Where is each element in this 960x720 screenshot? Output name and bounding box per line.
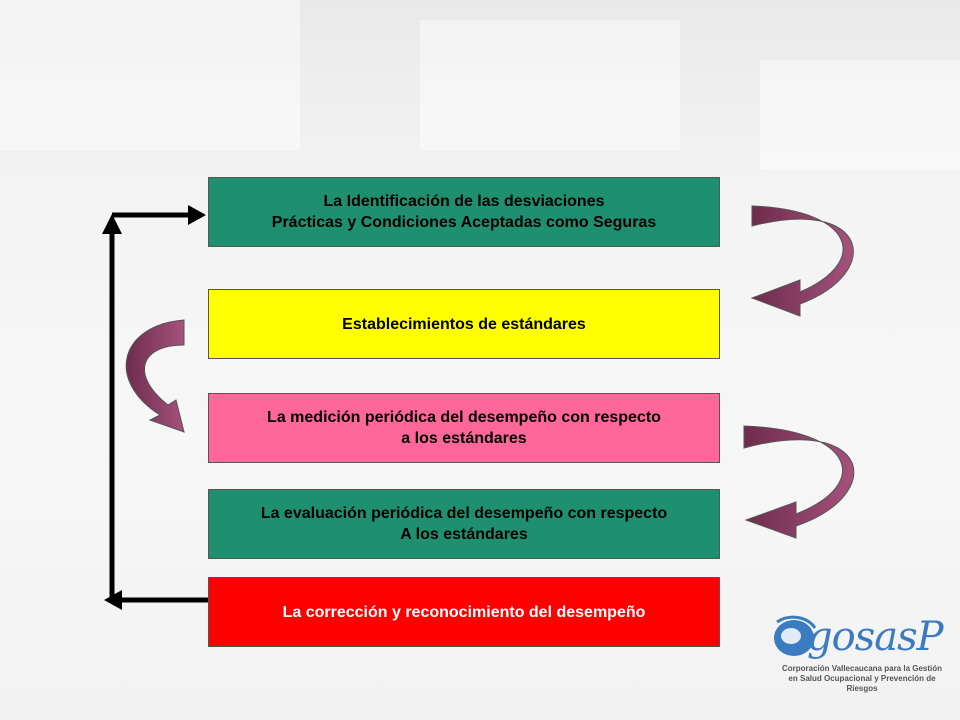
curved-arrow-left bbox=[125, 319, 185, 433]
feedback-arrowhead-left bbox=[104, 590, 122, 610]
step-standards: Establecimientos de estándares bbox=[208, 289, 720, 359]
step-text: Establecimientos de estándares bbox=[342, 315, 586, 333]
step-text: La medición periódica del desempeño con … bbox=[267, 409, 661, 426]
step-evaluation: La evaluación periódica del desempeño co… bbox=[208, 489, 720, 559]
step-measurement: La medición periódica del desempeño con … bbox=[208, 393, 720, 463]
step-correction: La corrección y reconocimiento del desem… bbox=[208, 577, 720, 647]
gosasp-logo: gosasP Corporación Vallecaucana para la … bbox=[765, 608, 955, 713]
background-tile bbox=[420, 20, 680, 150]
step-identification: La Identificación de las desviaciones Pr… bbox=[208, 177, 720, 247]
step-text: La corrección y reconocimiento del desem… bbox=[282, 603, 646, 621]
step-text: Prácticas y Condiciones Aceptadas como S… bbox=[271, 214, 657, 231]
logo-wordmark: gosasP bbox=[807, 614, 944, 660]
logo-caption-line: Riesgos bbox=[846, 684, 878, 693]
feedback-arrowhead-right bbox=[188, 205, 206, 225]
step-text: A los estándares bbox=[400, 526, 528, 543]
feedback-arrowhead-up bbox=[102, 214, 122, 234]
background-tile bbox=[0, 0, 300, 150]
step-text: La evaluación periódica del desempeño co… bbox=[260, 505, 668, 522]
curved-arrow-right-1 bbox=[750, 205, 854, 317]
background-tile bbox=[760, 60, 960, 170]
step-text: a los estándares bbox=[401, 430, 527, 447]
logo-emblem-icon bbox=[774, 615, 817, 656]
logo-caption-line: en Salud Ocupacional y Prevención de bbox=[788, 674, 936, 683]
curved-arrow-right-2 bbox=[743, 425, 855, 539]
step-text: La Identificación de las desviaciones bbox=[323, 193, 605, 210]
logo-caption: Corporación Vallecaucana para la Gestión… bbox=[773, 664, 951, 694]
logo-caption-line: Corporación Vallecaucana para la Gestión bbox=[781, 664, 943, 673]
